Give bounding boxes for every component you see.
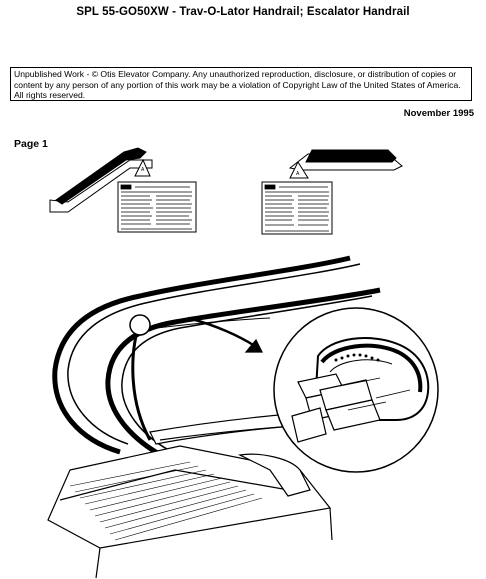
document-title: SPL 55-GO50XW - Trav-O-Lator Handrail; E… <box>76 6 410 18</box>
svg-text:A: A <box>296 171 300 177</box>
svg-text:A: A <box>141 167 145 173</box>
copyright-notice: Unpublished Work - © Otis Elevator Compa… <box>10 67 472 101</box>
document-date: November 1995 <box>403 108 474 119</box>
page-label: Page 1 <box>14 138 48 150</box>
